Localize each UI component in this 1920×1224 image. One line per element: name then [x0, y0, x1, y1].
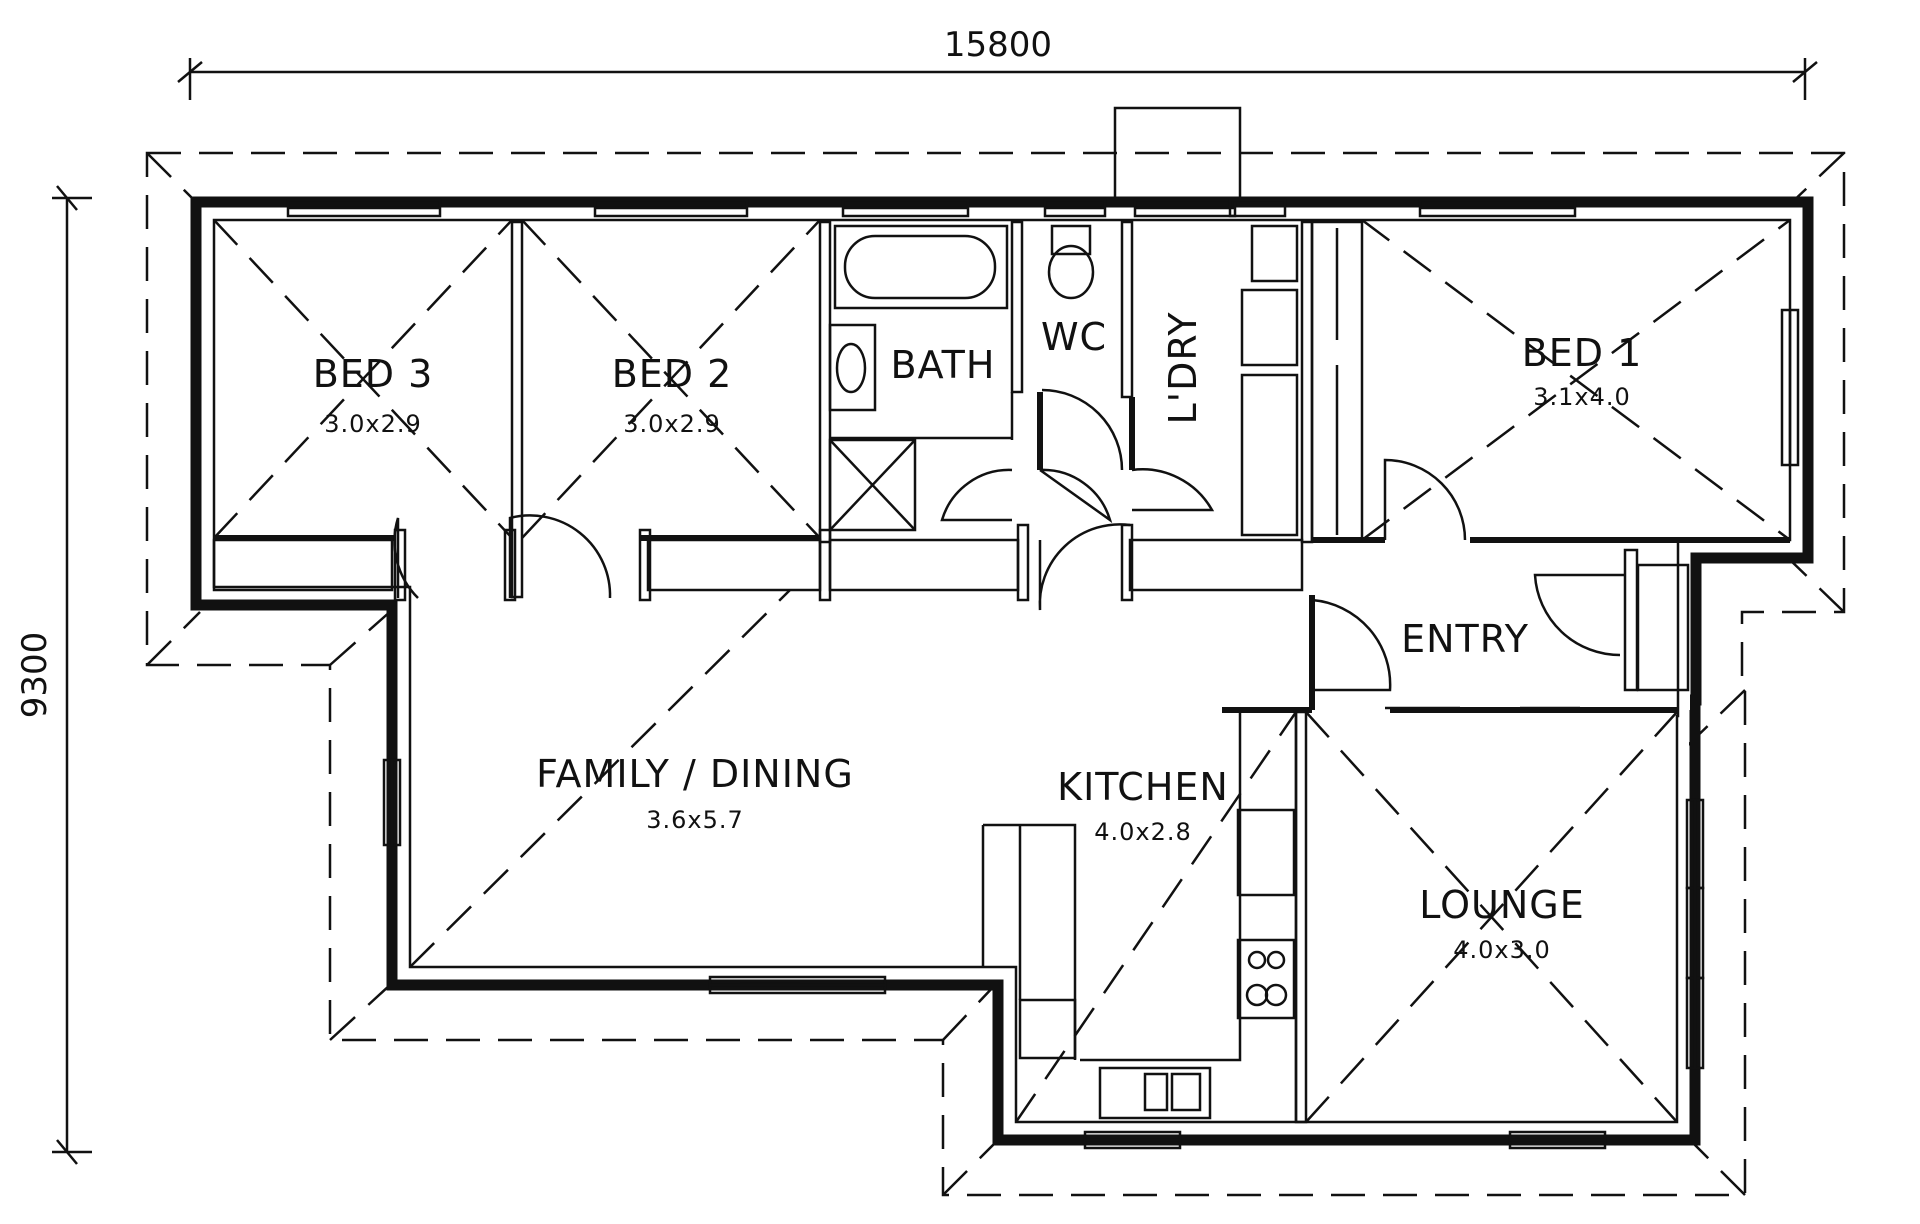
roof-hip	[942, 984, 996, 1041]
roof-hip	[146, 611, 201, 666]
roof-hip	[329, 984, 391, 1041]
external-wall	[190, 196, 1814, 1146]
room-family-label: FAMILY / DINING	[536, 752, 854, 796]
room-kitchen-size: 4.0x2.8	[1094, 818, 1192, 846]
dimension-depth-label: 9300	[15, 632, 55, 719]
room-bed1-label: BED 1	[1522, 331, 1643, 375]
room-family-size: 3.6x5.7	[646, 806, 744, 834]
external-wall-core	[202, 208, 1802, 1134]
room-bed1-size: 3.1x4.0	[1533, 383, 1631, 411]
internal-walls	[212, 220, 1790, 1124]
room-kitchen-label: KITCHEN	[1057, 765, 1229, 809]
room-laundry-label: L'DRY	[1161, 311, 1205, 424]
room-lounge-size: 4.0x3.0	[1453, 936, 1551, 964]
windows-side	[382, 308, 1800, 1150]
roof-hip	[1689, 1139, 1746, 1196]
dimension-width: 15800	[177, 25, 1818, 100]
roof-hip	[1787, 557, 1845, 613]
room-lounge-label: LOUNGE	[1419, 883, 1584, 927]
chimney	[1113, 106, 1242, 200]
dimension-depth: 9300	[15, 185, 92, 1165]
roof-hip	[329, 609, 393, 666]
room-bed3-label: BED 3	[313, 352, 434, 396]
windows-top	[286, 198, 1577, 218]
room-bed3-size: 3.0x2.9	[324, 410, 422, 438]
room-bath-label: BATH	[891, 343, 996, 387]
room-bed2-label: BED 2	[612, 352, 733, 396]
dimension-width-label: 15800	[944, 25, 1052, 65]
room-diagonals	[213, 218, 1791, 1123]
room-wc-label: WC	[1041, 315, 1107, 359]
door-swings	[393, 388, 1625, 692]
room-bed2-size: 3.0x2.9	[623, 410, 721, 438]
roof-hip	[942, 1139, 999, 1196]
room-entry-label: ENTRY	[1401, 617, 1529, 661]
